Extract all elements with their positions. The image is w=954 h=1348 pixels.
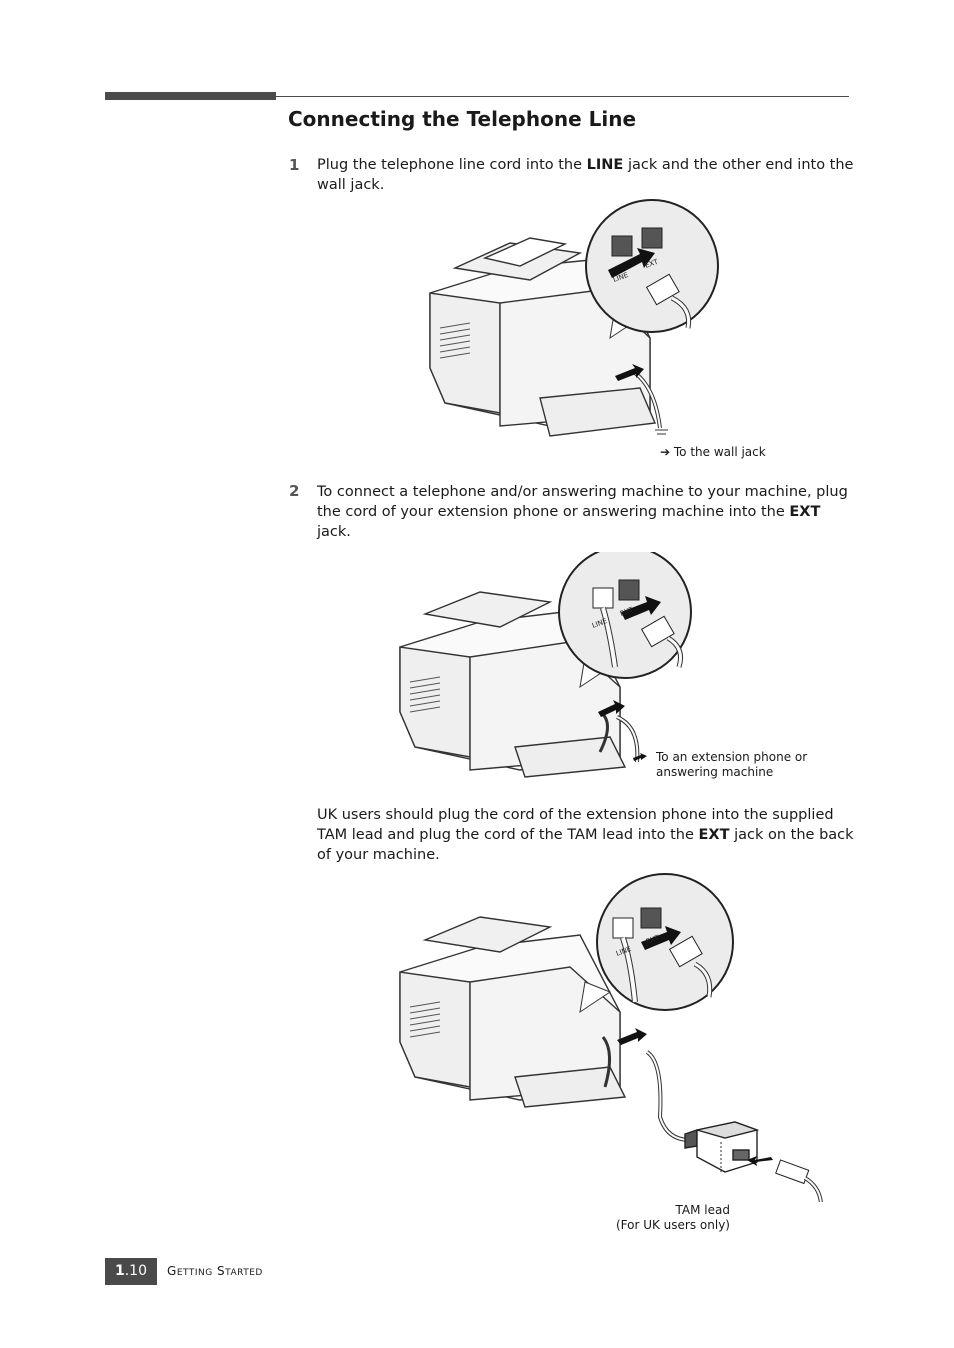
step-2-number: 2 [289,482,300,500]
uk-note-ext-bold: EXT [698,827,730,843]
page-number-page: .10 [124,1263,147,1279]
uk-note-text-b: jack on the back of your machine. [317,827,854,863]
section-name: GETTING STARTED [167,1264,263,1278]
caption-wall-jack: ➔ To the wall jack [660,445,766,459]
step-1-text-a: Plug the telephone line cord into the [317,157,587,173]
header-rule-thin [276,96,849,97]
section-s: S [217,1264,226,1278]
figure-line-connection: LINE EXT [429,199,719,437]
step-1-number: 1 [289,156,300,174]
figure-tam-lead-connection: LINE EXT [399,873,823,1202]
caption-extension-line2: answering machine [656,765,774,779]
caption-extension-phone: To an extension phone or answering machi… [656,750,807,780]
step-1-line-bold: LINE [586,157,624,173]
page-number-chapter: 1 [114,1263,125,1279]
step-1-text-b: jack and the other end into the wall jac… [317,157,854,193]
step-2-text: To connect a telephone and/or answering … [317,482,857,542]
step-1-text: Plug the telephone line cord into the LI… [317,155,857,195]
caption-tam-lead: TAM lead (For UK users only) [605,1203,730,1233]
section-tarted: TARTED [225,1268,263,1278]
page-number: 1.10 [105,1258,157,1285]
caption-tam-line1: TAM lead [675,1203,730,1217]
section-g: G [167,1264,177,1278]
uk-note-text-a: UK users should plug the cord of the ext… [317,807,834,843]
figure-ext-connection: LINE EXT [399,552,692,778]
step-2-text-b: jack. [317,524,351,540]
page-title: Connecting the Telephone Line [288,107,637,131]
step-2-ext-bold: EXT [789,504,821,520]
section-etting: ETTING [176,1268,213,1278]
header-rule-thick [105,92,276,100]
step-2-text-a: To connect a telephone and/or answering … [317,484,848,520]
caption-tam-line2: (For UK users only) [615,1218,730,1232]
uk-note-text: UK users should plug the cord of the ext… [317,805,857,865]
caption-extension-line1: To an extension phone or [656,750,808,764]
